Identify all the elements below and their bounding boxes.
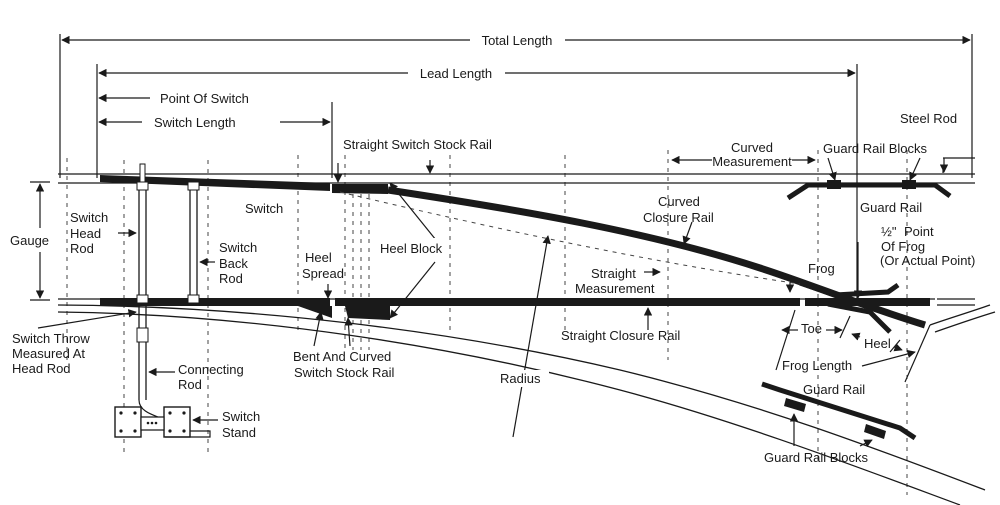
half-point-label-1: Point — [904, 224, 934, 239]
point-of-switch-label: Point Of Switch — [160, 91, 249, 106]
half-point-label-3: (Or Actual Point) — [880, 253, 975, 268]
switch-length-label: Switch Length — [154, 115, 236, 130]
rods — [136, 163, 200, 400]
heel-block-label: Heel Block — [380, 241, 443, 256]
guard-rail-bottom-label: Guard Rail — [803, 382, 865, 397]
labels: Total Length Lead Length Point Of Switch… — [8, 31, 975, 465]
curved-closure-rail-label-2: Closure Rail — [643, 210, 714, 225]
total-length-label: Total Length — [482, 33, 553, 48]
heel-label: Heel — [864, 336, 891, 351]
switch-back-rod-label-2: Back — [219, 256, 248, 271]
switch-back-rod-label-1: Switch — [219, 240, 257, 255]
straight-measurement-label-1: Straight — [591, 266, 636, 281]
guard-rail-top-label: Guard Rail — [860, 200, 922, 215]
curved-closure-rail-label-1: Curved — [658, 194, 700, 209]
radius-label: Radius — [500, 371, 541, 386]
half-point-label-2: Of Frog — [881, 239, 925, 254]
pointer-arrows — [37, 157, 975, 448]
switch-stand-label-2: Stand — [222, 425, 256, 440]
guard-rail-blocks-bottom-label: Guard Rail Blocks — [764, 450, 869, 465]
switch-stand-icon — [114, 399, 211, 438]
switch-throw-label-2: Measured At — [12, 346, 85, 361]
bent-curved-label-1: Bent And Curved — [293, 349, 391, 364]
straight-measurement-label-2: Measurement — [575, 281, 655, 296]
straight-closure-rail-label: Straight Closure Rail — [561, 328, 680, 343]
switch-throw-label-3: Head Rod — [12, 361, 71, 376]
steel-rod-label: Steel Rod — [900, 111, 957, 126]
top-dimensions — [59, 34, 973, 300]
heel-spread-label-1: Heel — [305, 250, 332, 265]
switch-stand-label-1: Switch — [222, 409, 260, 424]
half-fraction-label: ½" — [881, 224, 897, 239]
connecting-rod-label-1: Connecting — [178, 362, 244, 377]
curved-measurement-label-1: Curved — [731, 140, 773, 155]
heel-spread-label-2: Spread — [302, 266, 344, 281]
switch-throw-label-1: Switch Throw — [12, 331, 90, 346]
guard-rail-top — [786, 180, 952, 201]
curved-measurement-label-2: Measurement — [712, 154, 792, 169]
frog-length-label: Frog Length — [782, 358, 852, 373]
switch-head-rod-label-1: Switch — [70, 210, 108, 225]
reference-lines — [66, 150, 908, 495]
guard-rail-blocks-top-label: Guard Rail Blocks — [823, 141, 928, 156]
switch-head-rod-label-3: Rod — [70, 241, 94, 256]
switch-label: Switch — [245, 201, 283, 216]
lead-length-label: Lead Length — [420, 66, 492, 81]
bent-curved-label-2: Switch Stock Rail — [294, 365, 395, 380]
straight-switch-stock-rail-label: Straight Switch Stock Rail — [343, 137, 492, 152]
guard-rail-bottom — [761, 381, 917, 441]
connecting-rod-label-2: Rod — [178, 377, 202, 392]
switch-rails — [100, 175, 930, 329]
switch-head-rod-label-2: Head — [70, 226, 101, 241]
switch-back-rod-label-3: Rod — [219, 271, 243, 286]
frog-label: Frog — [808, 261, 835, 276]
gauge-label: Gauge — [10, 233, 49, 248]
toe-label: Toe — [801, 321, 822, 336]
gauge-dimension — [30, 181, 50, 301]
